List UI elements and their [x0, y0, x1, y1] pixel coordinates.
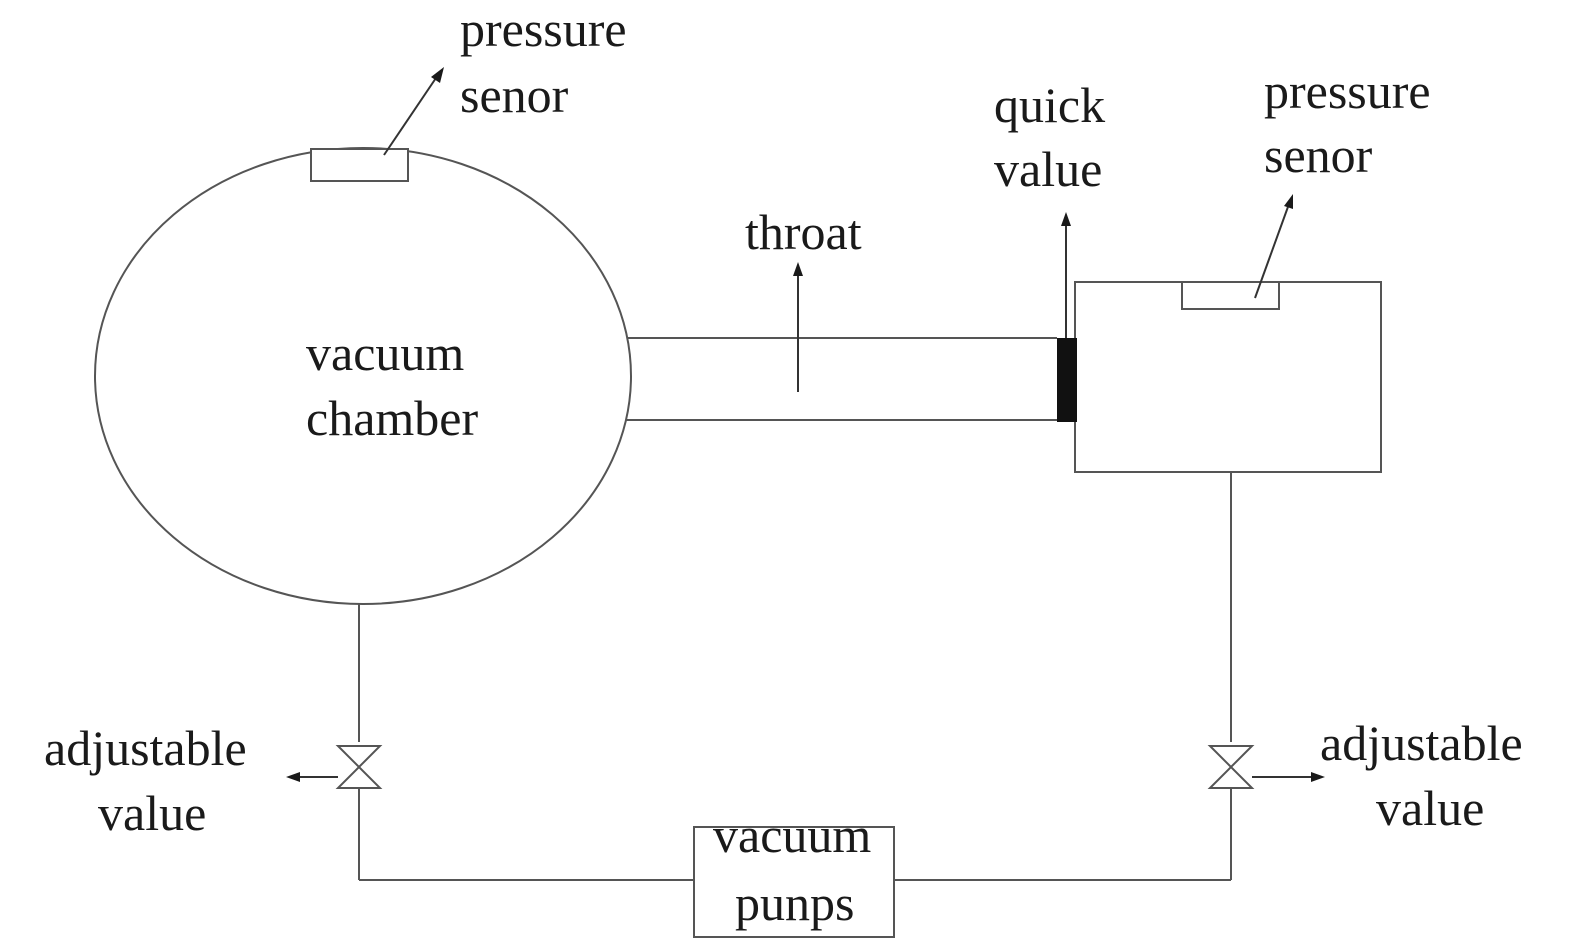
label-adjustable-valve-right-line1: adjustable — [1320, 715, 1523, 771]
label-adjustable-valve-left-line2: value — [98, 785, 206, 841]
label-vacuum-chamber-line1: vacuum — [306, 325, 464, 381]
arrowhead-pressure-sensor-left — [431, 67, 444, 83]
test-box — [1074, 281, 1382, 473]
pressure-sensor-right — [1181, 281, 1280, 310]
arrowhead-throat — [793, 262, 803, 276]
quick-valve — [1057, 338, 1077, 422]
pressure-sensor-left — [310, 148, 409, 182]
label-pressure-sensor-right-line1: pressure — [1264, 63, 1431, 119]
valve-right-upper-triangle — [1207, 745, 1255, 769]
label-vacuum-chamber-line2: chamber — [306, 390, 478, 446]
arrowhead-pressure-sensor-right — [1284, 194, 1293, 209]
arrowhead-quick-valve — [1061, 212, 1071, 226]
valve-left-lower-triangle — [335, 765, 383, 789]
label-quick-valve-line2: value — [994, 141, 1102, 197]
label-pressure-sensor-left-line1: pressure — [460, 1, 627, 57]
label-pressure-sensor-right-line2: senor — [1264, 127, 1373, 183]
label-quick-valve-line1: quick — [994, 77, 1105, 133]
label-adjustable-valve-left-line1: adjustable — [44, 720, 247, 776]
piping — [358, 470, 1232, 881]
arrowhead-adjustable-right — [1311, 772, 1325, 782]
label-pressure-sensor-left-line2: senor — [460, 67, 569, 123]
arrow-pressure-sensor-left — [383, 74, 439, 156]
vacuum-pumps-box — [693, 826, 895, 938]
label-vacuum-pumps-line1: vacuum — [713, 807, 871, 863]
label-throat: throat — [745, 204, 862, 260]
adjustable-valve-right — [1207, 745, 1255, 789]
adjustable-valve-left — [335, 745, 383, 789]
valve-left-upper-triangle — [335, 745, 383, 769]
arrowhead-adjustable-left — [286, 772, 300, 782]
arrow-pressure-sensor-right — [1254, 203, 1290, 299]
leader-arrows — [286, 67, 1325, 782]
label-vacuum-pumps-line2: punps — [735, 875, 854, 931]
label-adjustable-valve-right-line2: value — [1376, 780, 1484, 836]
labels: pressure senor quick value pressure seno… — [44, 1, 1523, 931]
valve-right-lower-triangle — [1207, 765, 1255, 789]
throat-tube — [622, 337, 1057, 421]
